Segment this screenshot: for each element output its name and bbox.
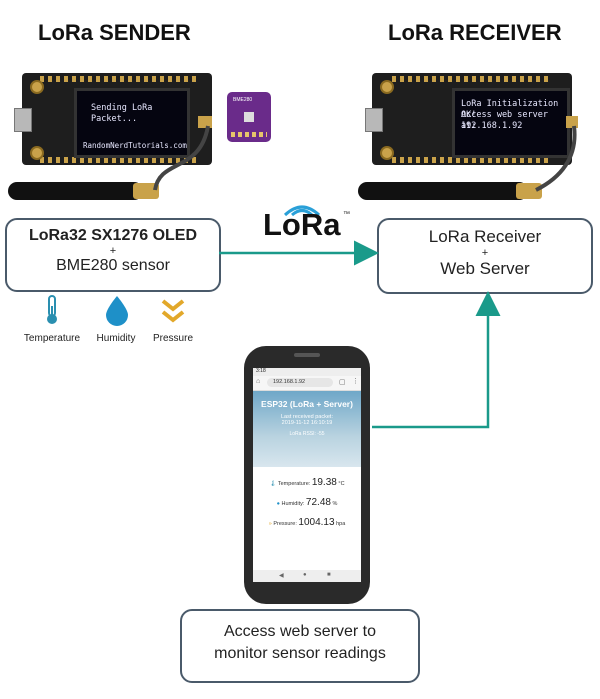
humidity-reading-icon: ● — [276, 501, 280, 507]
pressure-chevrons-icon — [161, 299, 185, 323]
home-icon[interactable]: ⌂ — [256, 378, 261, 385]
pressure-reading-icon: » — [268, 521, 272, 527]
browser-bar: ⌂ 192.168.1.92 ▢ ⋮ — [253, 376, 361, 391]
receiver-box-line1: LoRa Receiver — [428, 227, 542, 246]
receiver-oled: LoRa Initialization OK! Access web serve… — [452, 88, 570, 158]
sender-box: LoRa32 SX1276 OLED + BME280 sensor — [5, 218, 221, 292]
recents-icon[interactable]: ■ — [327, 572, 331, 578]
lora-logo: LoRa ™ — [263, 197, 353, 242]
thermometer-icon — [47, 295, 57, 324]
water-drop-icon — [106, 296, 128, 326]
temperature-reading-unit: °C — [338, 481, 345, 487]
receiver-oled-line1: LoRa Initialization OK! — [461, 99, 559, 120]
page-title: ESP32 (LoRa + Server) — [261, 399, 353, 409]
smartphone: 3:18 ⌂ 192.168.1.92 ▢ ⋮ ESP32 (LoRa + Se… — [244, 346, 370, 604]
humidity-reading: ● Humidity: 72.48 % — [253, 497, 361, 508]
readings: 🌡 Temperature: 19.38 °C ● Humidity: 72.4… — [253, 467, 361, 528]
phone-screen: 3:18 ⌂ 192.168.1.92 ▢ ⋮ ESP32 (LoRa + Se… — [253, 368, 361, 582]
page-header: ESP32 (LoRa + Server) Last received pack… — [253, 391, 361, 467]
status-time: 3:18 — [253, 368, 361, 376]
access-line1: Access web server to — [223, 623, 377, 640]
pressure-label: Pressure — [152, 333, 193, 344]
lora-waves-icon — [283, 205, 321, 217]
sender-box-line1: LoRa32 SX1276 OLED — [28, 227, 198, 244]
tabs-icon[interactable]: ▢ — [339, 379, 346, 386]
sender-title: LoRa SENDER — [38, 20, 191, 45]
temperature-reading: 🌡 Temperature: 19.38 °C — [253, 477, 361, 488]
receiver-box-line2: Web Server — [440, 259, 530, 278]
temperature-reading-value: 19.38 — [311, 477, 337, 488]
temperature-reading-label: Temperature: — [277, 481, 311, 487]
sender-oled-footer: RandomNerdTutorials.com — [83, 141, 187, 150]
android-nav-bar: ◀ ● ■ — [253, 570, 361, 582]
pressure-reading-unit: hpa — [336, 521, 346, 527]
sender-antenna — [8, 182, 143, 200]
humidity-reading-value: 72.48 — [305, 497, 331, 508]
sender-oled: Sending LoRa Packet... RandomNerdTutoria… — [74, 88, 190, 158]
pressure-reading-value: 1004.13 — [298, 517, 335, 528]
sender-box-plus: + — [109, 245, 117, 257]
phone-link-arrow — [372, 291, 501, 429]
menu-icon[interactable]: ⋮ — [352, 378, 359, 385]
humidity-reading-unit: % — [332, 501, 338, 507]
receiver-antenna — [358, 182, 528, 200]
receiver-antenna-cable — [535, 125, 577, 192]
sender-oled-text: Sending LoRa Packet... — [91, 103, 153, 124]
back-icon[interactable]: ◀ — [279, 573, 284, 579]
receiver-box-plus: + — [481, 247, 489, 259]
url-bar[interactable]: 192.168.1.92 — [267, 378, 333, 387]
humidity-label: Humidity — [96, 333, 136, 344]
home-button-icon[interactable]: ● — [303, 572, 307, 578]
bme280-chip-label: BME280 — [233, 97, 253, 103]
sender-antenna-cable — [153, 125, 210, 191]
last-packet-time: 2019-11-12 16:10:19 — [281, 420, 333, 426]
receiver-title: LoRa RECEIVER — [388, 20, 562, 45]
bme280-chip: BME280 — [227, 92, 271, 142]
receiver-oled-line3: 192.168.1.92 — [461, 121, 523, 131]
last-packet-label: Last received packet: — [281, 414, 333, 420]
temperature-reading-icon: 🌡 — [269, 481, 277, 487]
lora-logo-text: LoRa — [263, 207, 341, 242]
lora-logo-tm: ™ — [343, 211, 350, 218]
rssi-text: LoRa RSSI: -55 — [289, 431, 325, 437]
sender-box-line2: BME280 sensor — [56, 257, 170, 274]
humidity-reading-label: Humidity: — [281, 501, 305, 507]
access-line2: monitor sensor readings — [214, 645, 386, 662]
url-text: 192.168.1.92 — [273, 379, 306, 385]
pressure-reading-label: Pressure: — [273, 521, 297, 527]
pressure-reading: » Pressure: 1004.13 hpa — [253, 517, 361, 528]
temperature-label: Temperature — [23, 333, 81, 344]
access-box: Access web server to monitor sensor read… — [180, 609, 420, 683]
receiver-oled-line2: Access web server at: — [461, 110, 548, 131]
